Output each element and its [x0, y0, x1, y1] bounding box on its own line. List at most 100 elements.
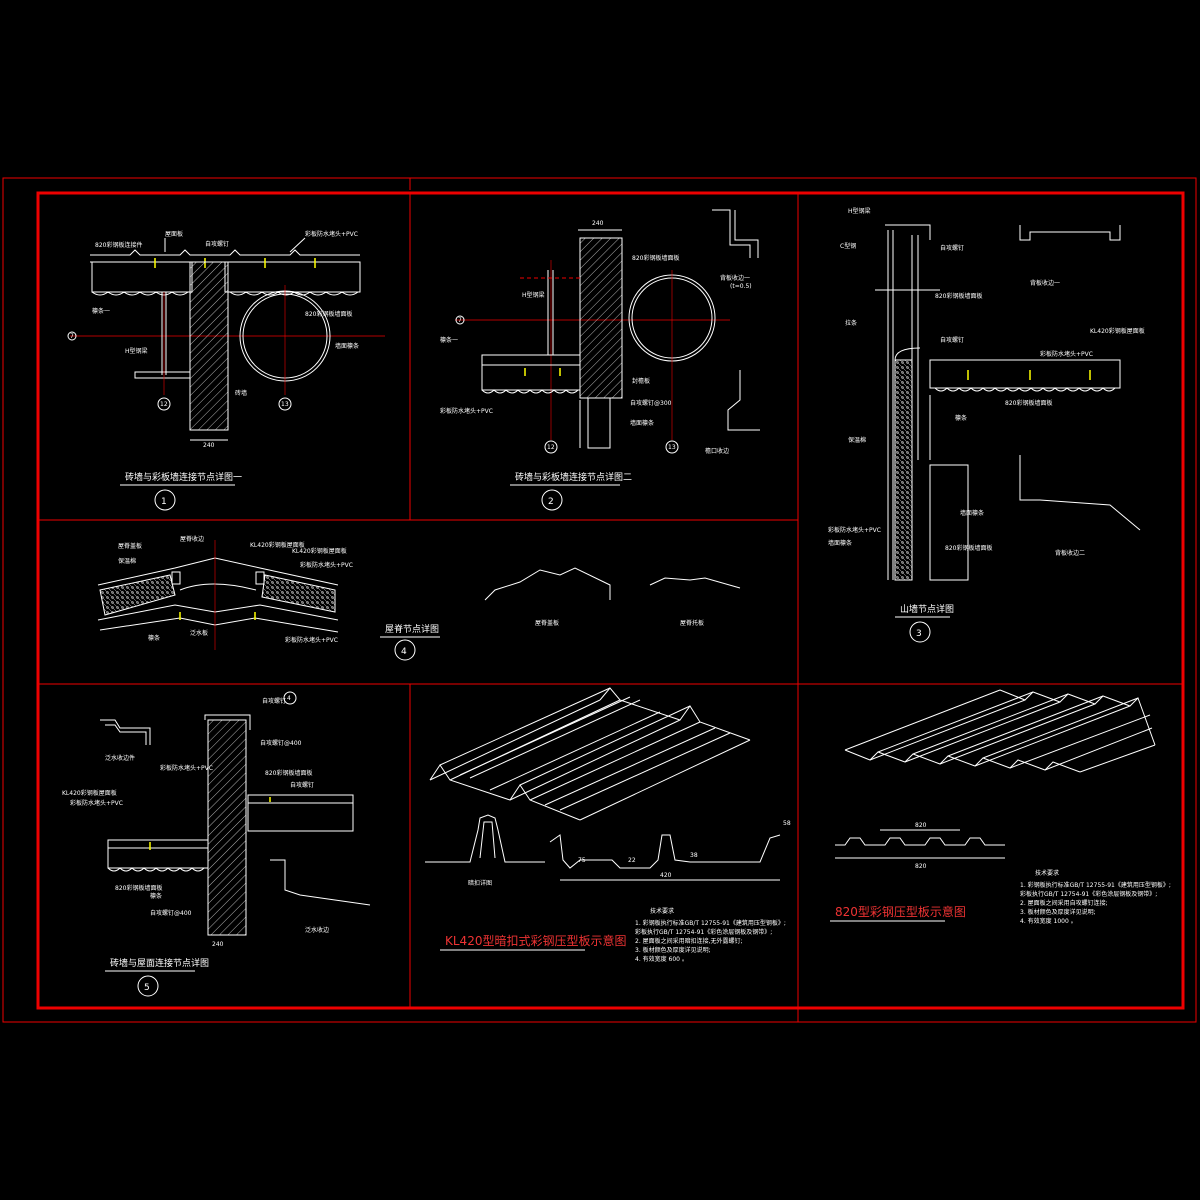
svg-text:檩条: 檩条	[148, 634, 160, 642]
svg-text:820彩钢板墙面板: 820彩钢板墙面板	[945, 544, 992, 552]
svg-text:4. 有效宽度 600 。: 4. 有效宽度 600 。	[635, 955, 688, 963]
panel-5-title: 砖墙与屋面连接节点详图	[110, 957, 209, 969]
svg-text:自攻螺钉@400: 自攻螺钉@400	[150, 909, 192, 917]
svg-text:H型钢梁: H型钢梁	[125, 347, 148, 355]
svg-text:泛水收边: 泛水收边	[305, 926, 329, 934]
svg-text:封檐板: 封檐板	[632, 377, 650, 385]
svg-text:墙面檩条: 墙面檩条	[335, 342, 359, 350]
svg-text:彩板防水堵头+PVC: 彩板防水堵头+PVC	[70, 799, 123, 807]
svg-text:13: 13	[281, 401, 289, 408]
svg-text:820彩钢板墙面板: 820彩钢板墙面板	[1005, 399, 1052, 407]
svg-text:38: 38	[690, 852, 698, 859]
svg-text:自攻螺钉: 自攻螺钉	[940, 336, 964, 344]
svg-text:13: 13	[668, 444, 676, 451]
svg-text:75: 75	[578, 857, 586, 864]
svg-text:泛水收边件: 泛水收边件	[105, 754, 135, 762]
svg-text:自攻螺钉@400: 自攻螺钉@400	[260, 739, 302, 747]
svg-text:240: 240	[203, 442, 215, 449]
detail-panel-3: 背板收边一 背板收边二 H型钢梁 C型钢 自攻螺钉 820彩钢板墙面板 自攻螺钉…	[828, 207, 1145, 643]
svg-text:彩板防水堵头+PVC: 彩板防水堵头+PVC	[828, 526, 881, 534]
svg-text:拉条: 拉条	[845, 319, 857, 327]
svg-text:屋脊托板: 屋脊托板	[680, 619, 704, 627]
svg-text:彩板防水堵头+PVC: 彩板防水堵头+PVC	[1040, 350, 1093, 358]
svg-text:自攻螺钉: 自攻螺钉	[290, 781, 314, 789]
svg-text:2. 屋面板之间采用自攻螺钉连接;: 2. 屋面板之间采用自攻螺钉连接;	[1020, 899, 1108, 907]
svg-text:4. 有效宽度 1000 。: 4. 有效宽度 1000 。	[1020, 917, 1077, 925]
svg-text:H型钢梁: H型钢梁	[848, 207, 871, 215]
svg-text:4: 4	[287, 695, 291, 702]
panel-1-title: 砖墙与彩板墙连接节点详图一	[125, 471, 242, 483]
svg-text:自攻螺钉: 自攻螺钉	[205, 240, 229, 248]
svg-text:背板收边一: 背板收边一	[1030, 279, 1060, 287]
svg-text:240: 240	[212, 941, 224, 948]
svg-text:砖墙: 砖墙	[235, 389, 247, 397]
svg-text:3. 板材颜色及厚度详见说明;: 3. 板材颜色及厚度详见说明;	[1020, 908, 1096, 916]
svg-text:技术要求: 技术要求	[1035, 869, 1059, 877]
panel-6-title: KL420型暗扣式彩钢压型板示意图	[445, 933, 626, 948]
svg-text:彩板防水堵头+PVC: 彩板防水堵头+PVC	[305, 230, 358, 238]
svg-text:12: 12	[547, 444, 555, 451]
svg-text:C型钢: C型钢	[840, 242, 856, 250]
svg-text:泛水板: 泛水板	[190, 629, 208, 637]
panel-7-title: 820型彩钢压型板示意图	[835, 904, 966, 919]
svg-text:彩板执行GB/T 12754-91《彩色涂层钢板及钢带》;: 彩板执行GB/T 12754-91《彩色涂层钢板及钢带》;	[1020, 890, 1157, 898]
svg-text:屋脊盖板: 屋脊盖板	[535, 619, 559, 627]
svg-text:檩条一: 檩条一	[440, 336, 458, 344]
svg-text:240: 240	[592, 220, 604, 227]
svg-text:暗扣详图: 暗扣详图	[468, 879, 492, 887]
svg-text:彩板防水堵头+PVC: 彩板防水堵头+PVC	[160, 764, 213, 772]
svg-text:自攻螺钉@300: 自攻螺钉@300	[630, 399, 672, 407]
svg-text:彩板防水堵头+PVC: 彩板防水堵头+PVC	[300, 561, 353, 569]
svg-text:檐口收边: 檐口收边	[705, 447, 729, 455]
svg-text:墙面檩条: 墙面檩条	[828, 539, 852, 547]
svg-text:22: 22	[628, 857, 636, 864]
svg-text:彩板执行GB/T 12754-91《彩色涂层钢板及钢带》;: 彩板执行GB/T 12754-91《彩色涂层钢板及钢带》;	[635, 928, 772, 936]
svg-text:KL420彩钢板屋面板: KL420彩钢板屋面板	[250, 541, 305, 549]
svg-text:彩板防水堵头+PVC: 彩板防水堵头+PVC	[285, 636, 338, 644]
svg-text:H型钢梁: H型钢梁	[522, 291, 545, 299]
svg-text:墙面檩条: 墙面檩条	[960, 509, 984, 517]
svg-text:(t=0.5): (t=0.5)	[730, 283, 752, 290]
svg-text:820: 820	[915, 863, 927, 870]
svg-text:58: 58	[783, 820, 791, 827]
svg-text:屋面板: 屋面板	[165, 230, 183, 238]
svg-text:屋脊收边: 屋脊收边	[180, 535, 204, 543]
svg-text:彩板防水堵头+PVC: 彩板防水堵头+PVC	[440, 407, 493, 415]
detail-panel-5: 泛水收边件 240 泛水收边 KL420彩钢板屋面板 彩板防水堵头+PVC 自攻…	[62, 691, 371, 997]
svg-text:保温棉: 保温棉	[848, 436, 866, 444]
svg-text:背板收边一: 背板收边一	[720, 274, 750, 282]
detail-panel-1: 7 12 240 13 820彩钢板连接件 屋面板 自攻螺钉 彩板防	[67, 230, 385, 511]
svg-text:820彩钢板墙面板: 820彩钢板墙面板	[115, 884, 162, 892]
panel-2-number: 2	[548, 497, 554, 507]
svg-text:1. 彩钢板执行标准GB/T 12755-91《建筑用压型钢: 1. 彩钢板执行标准GB/T 12755-91《建筑用压型钢板》;	[1020, 881, 1171, 889]
panel-2-title: 砖墙与彩板墙连接节点详图二	[515, 471, 632, 483]
svg-text:檩条: 檩条	[955, 414, 967, 422]
svg-text:自攻螺钉: 自攻螺钉	[940, 244, 964, 252]
svg-text:820彩钢板墙面板: 820彩钢板墙面板	[265, 769, 312, 777]
svg-text:820彩钢板墙面板: 820彩钢板墙面板	[935, 292, 982, 300]
detail-panel-4: 屋脊盖板 屋脊收边 KL420彩钢板屋面板 KL420彩钢板屋面板 彩板防水堵头…	[97, 535, 741, 661]
svg-text:12: 12	[160, 401, 168, 408]
svg-text:保温棉: 保温棉	[118, 557, 136, 565]
panel-3-number: 3	[916, 629, 922, 639]
svg-text:屋脊盖板: 屋脊盖板	[118, 542, 142, 550]
panel-3-title: 山墙节点详图	[900, 603, 954, 615]
svg-text:1. 彩钢板执行标准GB/T 12755-91《建筑用压型钢: 1. 彩钢板执行标准GB/T 12755-91《建筑用压型钢板》;	[635, 919, 786, 927]
svg-text:820彩钢板墙面板: 820彩钢板墙面板	[632, 254, 679, 262]
panel-grid	[38, 193, 1183, 1008]
inner-frame	[36, 191, 1185, 1010]
svg-text:背板收边二: 背板收边二	[1055, 549, 1085, 557]
panel-1-number: 1	[161, 497, 167, 507]
svg-text:3. 板材颜色及厚度详见说明;: 3. 板材颜色及厚度详见说明;	[635, 946, 711, 954]
axis-label-7: 7	[70, 333, 74, 340]
panel-5-number: 5	[144, 983, 150, 993]
detail-panel-7: 820 820 820型彩钢压型板示意图 技术要求 1. 彩钢板执行标准GB/T…	[830, 689, 1171, 925]
svg-text:820彩钢板墙面板: 820彩钢板墙面板	[305, 310, 352, 318]
svg-text:420: 420	[660, 872, 672, 879]
svg-text:檩条一: 檩条一	[92, 307, 110, 315]
detail-panel-6: 暗扣详图 420 75 22 38 58 KL420型暗扣式彩钢压型板示意图 技…	[425, 687, 791, 963]
panel-4-number: 4	[401, 647, 407, 657]
svg-text:墙面檩条: 墙面檩条	[630, 419, 654, 427]
outer-frame	[2, 177, 1197, 1023]
